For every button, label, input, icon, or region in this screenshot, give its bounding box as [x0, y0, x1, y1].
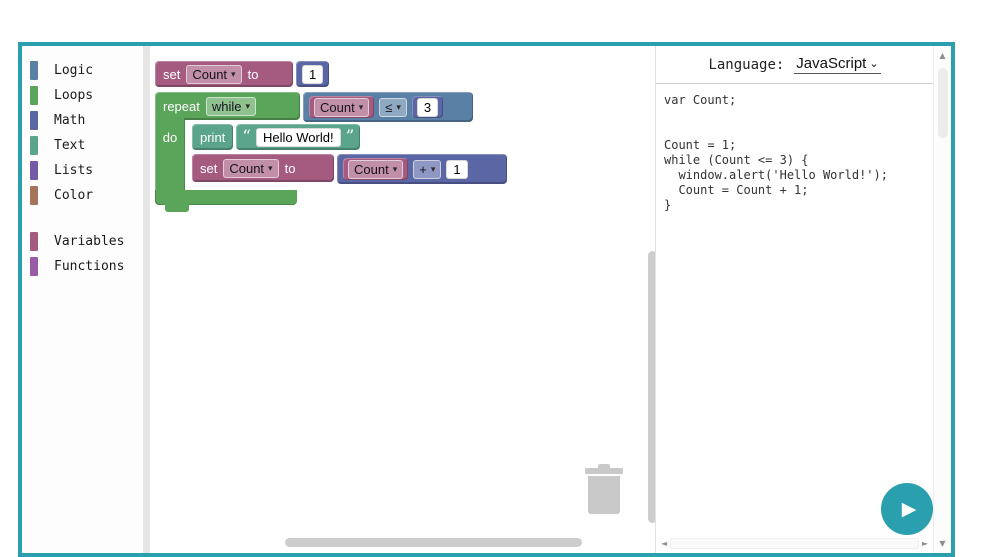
code-panel-header: Language: JavaScript ⌄ — [656, 46, 933, 84]
toolbox-category-loops[interactable]: Loops — [22, 83, 143, 108]
toolbox: Logic Loops Math Text Lists Color Variab… — [22, 46, 143, 553]
scroll-right-icon[interactable]: ► — [921, 539, 928, 548]
code-horizontal-scrollbar[interactable]: ◄ ► — [658, 537, 931, 550]
operator-dropdown[interactable]: ≤ ▾ — [379, 97, 407, 117]
toolbox-category-lists[interactable]: Lists — [22, 158, 143, 183]
block-variable-get[interactable]: Count ▾ — [343, 158, 409, 180]
block-keyword: repeat — [163, 98, 200, 114]
block-print[interactable]: print — [192, 124, 234, 150]
number-field[interactable]: 3 — [416, 97, 439, 117]
scroll-left-icon[interactable]: ◄ — [661, 539, 668, 548]
block-comparison[interactable]: Count ▾ ≤ ▾ 3 — [303, 92, 473, 122]
repeat-mode-dropdown[interactable]: while ▾ — [205, 96, 257, 116]
do-label: do — [162, 130, 178, 145]
repeat-next-connector — [165, 204, 189, 212]
language-select[interactable]: JavaScript ⌄ — [794, 55, 881, 74]
dropdown-value: Count — [229, 160, 265, 176]
variable-dropdown[interactable]: Count ▾ — [314, 97, 370, 117]
dropdown-caret-icon: ▾ — [430, 163, 436, 174]
category-label: Math — [54, 113, 86, 128]
category-label: Variables — [54, 234, 125, 249]
block-keyword-to: to — [284, 160, 296, 176]
category-label: Loops — [54, 88, 94, 103]
scrollbar-track[interactable] — [670, 538, 919, 549]
variable-dropdown[interactable]: Count ▾ — [186, 64, 242, 84]
dropdown-value: Count — [354, 161, 389, 177]
category-color-swatch — [30, 161, 38, 180]
block-set-variable[interactable]: set Count ▾ to — [155, 61, 293, 87]
toolbox-divider — [143, 46, 150, 553]
select-caret-icon: ⌄ — [869, 58, 879, 70]
block-text-string[interactable]: “ Hello World! ” — [236, 124, 361, 150]
trash-handle — [598, 464, 610, 468]
category-color-swatch — [30, 186, 38, 205]
dropdown-value: + — [419, 161, 427, 177]
play-icon: ▶ — [901, 498, 917, 520]
block-keyword-to: to — [247, 66, 259, 82]
category-color-swatch — [30, 111, 38, 130]
dropdown-value: Count — [192, 66, 228, 82]
repeat-do-spine[interactable]: do — [155, 118, 185, 190]
dropdown-caret-icon: ▾ — [396, 101, 401, 112]
block-keyword: set — [200, 160, 218, 176]
run-code-button[interactable]: ▶ — [881, 483, 933, 535]
dropdown-caret-icon: ▾ — [392, 163, 398, 174]
category-label: Color — [54, 188, 94, 203]
dropdown-caret-icon: ▾ — [245, 100, 251, 111]
block-keyword: set — [163, 66, 181, 82]
toolbox-category-text[interactable]: Text — [22, 133, 143, 158]
block-repeat-while[interactable]: repeat while ▾ — [155, 92, 300, 120]
category-label: Functions — [54, 259, 125, 274]
category-color-swatch — [30, 232, 38, 251]
language-selected-value: JavaScript — [796, 55, 867, 72]
variable-dropdown[interactable]: Count ▾ — [223, 158, 279, 178]
number-field[interactable]: 1 — [446, 159, 468, 179]
category-color-swatch — [30, 257, 38, 276]
category-label: Text — [54, 138, 86, 153]
code-panel: Language: JavaScript ⌄ var Count; Count … — [655, 46, 933, 553]
generated-code: var Count; Count = 1; while (Count <= 3)… — [664, 93, 888, 212]
scroll-up-icon[interactable]: ▲ — [939, 51, 946, 60]
category-color-swatch — [30, 86, 38, 105]
category-color-swatch — [30, 61, 38, 80]
toolbox-category-math[interactable]: Math — [22, 108, 143, 133]
workspace-vertical-scrollbar[interactable] — [648, 251, 657, 523]
category-label: Lists — [54, 163, 94, 178]
number-field[interactable]: 1 — [302, 64, 324, 84]
trash-lid — [585, 468, 623, 474]
workspace-canvas[interactable]: set Count ▾ to 1 repeat while ▾ — [150, 46, 657, 553]
dropdown-value: ≤ — [385, 99, 393, 115]
block-number-value[interactable]: 1 — [296, 61, 330, 87]
operator-dropdown[interactable]: + ▾ — [413, 159, 442, 179]
trash-body — [588, 476, 620, 514]
scrollbar-thumb[interactable] — [938, 68, 948, 138]
blockly-app-frame: Logic Loops Math Text Lists Color Variab… — [18, 42, 955, 557]
dropdown-value: Count — [320, 99, 355, 115]
variable-dropdown[interactable]: Count ▾ — [348, 159, 404, 179]
toolbox-category-variables[interactable]: Variables — [22, 229, 143, 254]
close-quote-icon: ” — [345, 127, 355, 147]
block-number-value[interactable]: 3 — [411, 96, 444, 118]
text-field[interactable]: Hello World! — [256, 127, 341, 147]
category-label: Logic — [54, 63, 94, 78]
trash-icon[interactable] — [585, 464, 623, 514]
panel-vertical-scrollbar[interactable]: ▲ ▼ — [933, 46, 951, 553]
dropdown-value: while — [211, 98, 242, 114]
dropdown-caret-icon: ▾ — [358, 101, 364, 112]
open-quote-icon: “ — [242, 127, 251, 147]
repeat-bottom-bar[interactable] — [155, 190, 297, 205]
toolbox-category-logic[interactable]: Logic — [22, 58, 143, 83]
workspace-horizontal-scrollbar[interactable] — [285, 538, 582, 547]
block-variable-get[interactable]: Count ▾ — [309, 96, 375, 118]
toolbox-category-functions[interactable]: Functions — [22, 254, 143, 279]
block-arithmetic[interactable]: Count ▾ + ▾ 1 — [337, 154, 507, 184]
category-color-swatch — [30, 136, 38, 155]
language-label: Language: — [708, 56, 785, 73]
toolbox-category-color[interactable]: Color — [22, 183, 143, 208]
block-set-variable[interactable]: set Count ▾ to — [192, 154, 334, 182]
dropdown-caret-icon: ▾ — [268, 162, 273, 173]
dropdown-caret-icon: ▾ — [231, 68, 236, 79]
scroll-down-icon[interactable]: ▼ — [939, 539, 946, 548]
block-keyword: print — [200, 129, 226, 145]
